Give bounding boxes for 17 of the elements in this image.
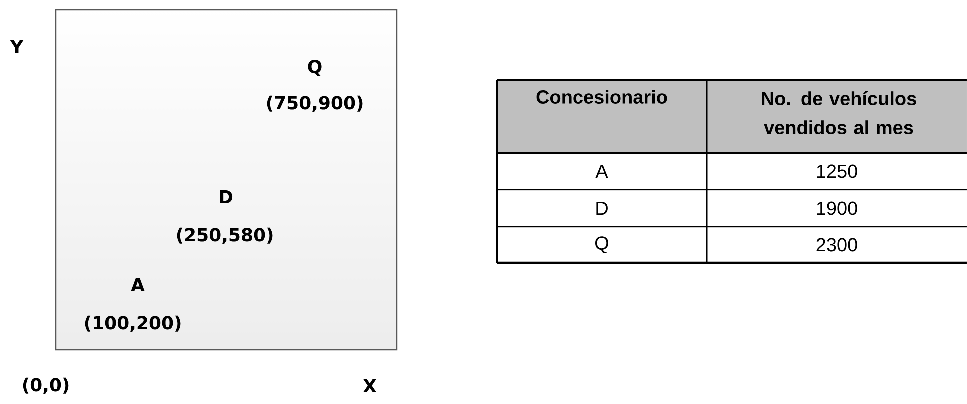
coordinate-label: (750,900) (267, 96, 363, 112)
axis-label: X (363, 379, 377, 393)
table-cell: D (596, 202, 608, 216)
column-header: Concesionario (536, 90, 668, 104)
coordinate-label: (100,200) (85, 316, 181, 332)
table-cell: Q (596, 236, 608, 254)
coordinate-label: (250,580) (177, 228, 273, 244)
table-cell: A (596, 164, 608, 178)
table-cell: 2300 (816, 238, 858, 252)
column-header: No. de vehículos vendidos al mes (762, 91, 916, 135)
origin-label: (0,0) (23, 378, 69, 394)
point-label: D (220, 190, 233, 204)
axis-label: Y (10, 40, 24, 54)
point-label: Q (308, 60, 322, 76)
point-label: A (131, 278, 145, 292)
table-cell: 1900 (817, 202, 858, 216)
table-cell: 1250 (817, 164, 858, 178)
